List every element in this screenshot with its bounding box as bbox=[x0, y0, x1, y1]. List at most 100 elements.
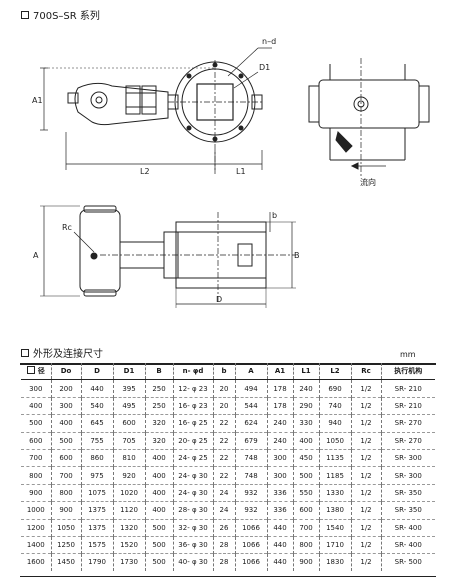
table-cell: 1380 bbox=[318, 501, 351, 520]
table-cell: 24- φ 30 bbox=[172, 484, 213, 502]
table-cell: 24- φ 25 bbox=[172, 449, 213, 467]
table-cell: 400 bbox=[144, 484, 173, 502]
table-cell: 1/2 bbox=[350, 536, 381, 554]
table-cell: 700 bbox=[292, 519, 319, 537]
table-cell: 1066 bbox=[234, 536, 267, 554]
label-rc: Rc bbox=[62, 223, 72, 232]
table-cell: 440 bbox=[266, 553, 293, 571]
table-cell: 300 bbox=[266, 466, 293, 485]
column-header-label: b bbox=[221, 367, 227, 376]
column-header: Rc bbox=[350, 363, 381, 380]
table-cell: 1066 bbox=[234, 553, 267, 571]
table-cell: 1/2 bbox=[350, 414, 381, 433]
table-cell: 810 bbox=[112, 449, 145, 467]
table-cell: 500 bbox=[50, 432, 81, 450]
table-cell: 860 bbox=[80, 449, 113, 467]
checkbox-square-icon bbox=[21, 10, 29, 19]
table-cell: 336 bbox=[266, 484, 293, 502]
table-cell: 22 bbox=[212, 432, 235, 450]
table-cell: 440 bbox=[266, 536, 293, 554]
table-cell: 748 bbox=[234, 449, 267, 467]
label-n-d: n–d bbox=[262, 37, 276, 46]
table-cell: 336 bbox=[266, 501, 293, 520]
table-cell: 700 bbox=[29, 454, 43, 463]
table-cell: 1/2 bbox=[350, 379, 381, 398]
table-cell: 440 bbox=[266, 519, 293, 537]
table-cell: 20 bbox=[212, 379, 235, 398]
column-header-label: 径 bbox=[37, 367, 45, 376]
table-cell: 450 bbox=[292, 449, 319, 467]
table-cell: 300 bbox=[266, 449, 293, 467]
column-header-label: L2 bbox=[330, 367, 340, 376]
table-cell: 400 bbox=[29, 401, 43, 410]
column-header: n- φd bbox=[172, 363, 213, 380]
plan-view bbox=[40, 205, 296, 308]
table-cell: 1320 bbox=[112, 519, 145, 537]
table-cell: 500 bbox=[29, 419, 43, 428]
table-cell: 1/2 bbox=[350, 519, 381, 537]
table-cell: 32- φ 30 bbox=[172, 519, 213, 537]
table-cell: 250 bbox=[144, 379, 173, 398]
table-cell: 690 bbox=[318, 379, 351, 398]
table-cell: 400 bbox=[144, 449, 173, 467]
table-cell: 1730 bbox=[112, 553, 145, 571]
gear-block-left bbox=[125, 85, 141, 115]
table-cell: 1540 bbox=[318, 519, 351, 537]
table-cell: SR- 500 bbox=[380, 553, 435, 571]
table-cell: 240 bbox=[292, 379, 319, 398]
table-cell: 495 bbox=[112, 397, 145, 415]
table-cell: 22 bbox=[212, 414, 235, 433]
table-cell: 1830 bbox=[318, 553, 351, 571]
table-cell: SR- 210 bbox=[380, 397, 435, 415]
table-cell: 1/2 bbox=[350, 484, 381, 502]
table-cell: 940 bbox=[318, 414, 351, 433]
table-cell: 1185 bbox=[318, 466, 351, 485]
table-cell: 1400 bbox=[26, 541, 45, 550]
table-cell: 800 bbox=[29, 471, 43, 480]
table-cell: 1375 bbox=[80, 501, 113, 520]
table-cell: 1600 bbox=[26, 558, 45, 567]
table-cell: 330 bbox=[292, 414, 319, 433]
table-cell: 16- φ 23 bbox=[172, 397, 213, 415]
side-actuator bbox=[318, 79, 420, 129]
table-cell: 1710 bbox=[318, 536, 351, 554]
table-cell: 1450 bbox=[50, 553, 81, 571]
valve-drawing: n–d D1 A1 L2 L1 流向 Rc A b B D bbox=[32, 37, 430, 308]
label-flow: 流向 bbox=[360, 177, 376, 187]
table-cell: 679 bbox=[234, 432, 267, 450]
table-cell: 240 bbox=[266, 414, 293, 433]
table-cell: 26 bbox=[212, 519, 235, 537]
actuator-body bbox=[74, 82, 169, 126]
table-cell: SR- 210 bbox=[380, 379, 435, 398]
table-cell: 1/2 bbox=[350, 553, 381, 571]
table-cell: 540 bbox=[80, 397, 113, 415]
column-header: D1 bbox=[112, 363, 145, 380]
table-cell: 22 bbox=[212, 466, 235, 485]
column-header-label: n- φd bbox=[182, 367, 204, 376]
column-header: b bbox=[212, 363, 235, 380]
side-view bbox=[308, 58, 430, 176]
table-cell: 740 bbox=[318, 397, 351, 415]
table-cell: 700 bbox=[50, 466, 81, 485]
column-header: L2 bbox=[318, 363, 351, 380]
label-d1: D1 bbox=[259, 63, 270, 72]
table-cell: 28 bbox=[212, 553, 235, 571]
column-header: 径 bbox=[21, 363, 51, 380]
table-cell: 300 bbox=[29, 384, 43, 393]
table-cell: 400 bbox=[144, 501, 173, 520]
column-header-label: D1 bbox=[123, 367, 135, 376]
table-cell: 1120 bbox=[112, 501, 145, 520]
column-header-label: B bbox=[156, 367, 162, 376]
table-cell: 500 bbox=[144, 553, 173, 571]
table-cell: 290 bbox=[292, 397, 319, 415]
table-cell: 800 bbox=[50, 484, 81, 502]
table-cell: 400 bbox=[50, 414, 81, 433]
